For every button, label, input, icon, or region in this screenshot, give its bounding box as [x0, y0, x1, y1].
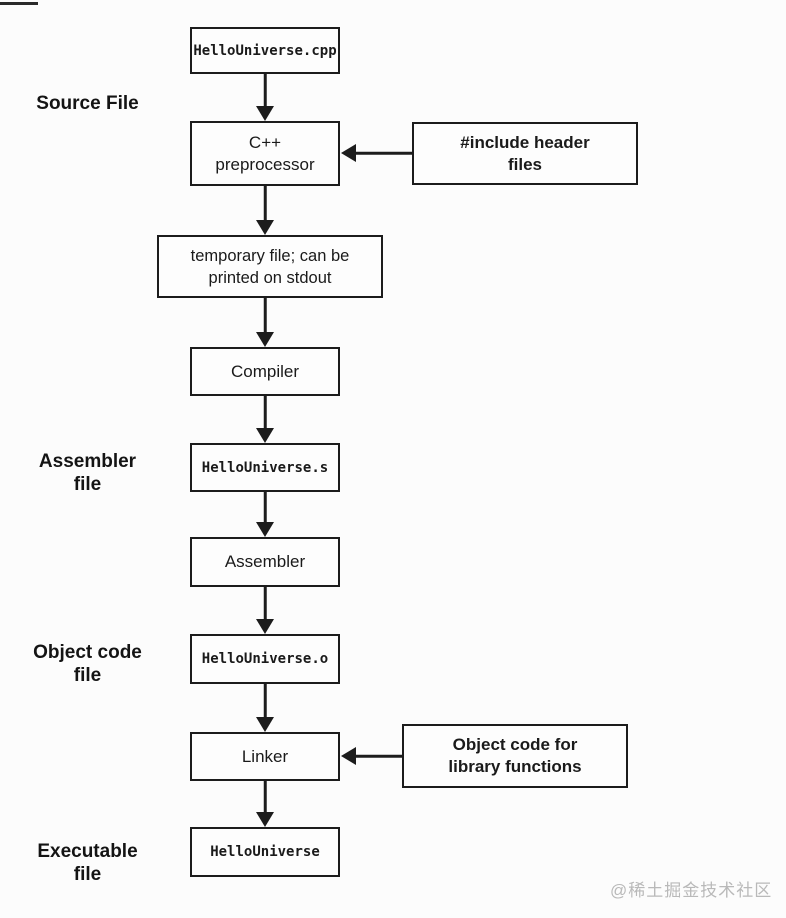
arrow-shaft — [263, 74, 267, 108]
arrow-source-to-preprocessor — [256, 74, 274, 121]
arrow-assembler-to-object — [256, 587, 274, 634]
arrow-linker-to-executable — [256, 781, 274, 827]
arrow-shaft — [263, 186, 267, 222]
arrow-down-icon — [256, 619, 274, 634]
node-assembly-file-box: HelloUniverse.s — [190, 443, 340, 492]
label-source-file: Source File — [36, 93, 139, 114]
label-object-code-file: Object code file — [33, 642, 142, 686]
arrow-shaft — [354, 754, 402, 758]
arrow-libs-to-linker — [341, 747, 402, 765]
arrow-shaft — [263, 396, 267, 430]
arrow-shaft — [263, 492, 267, 524]
annotation-object-lib-box: Object code for library functions — [402, 724, 628, 788]
arrow-shaft — [263, 587, 267, 621]
top-left-artifact-line — [0, 2, 38, 5]
arrow-object-to-linker — [256, 684, 274, 732]
node-preprocessor-box: C++ preprocessor — [190, 121, 340, 186]
arrow-down-icon — [256, 106, 274, 121]
annotation-include-header-box: #include header files — [412, 122, 638, 185]
arrow-shaft — [263, 298, 267, 334]
arrow-assembly-to-assembler — [256, 492, 274, 537]
arrow-shaft — [263, 781, 267, 814]
label-executable-file: Executable file — [37, 841, 138, 885]
arrow-compiler-to-assembly — [256, 396, 274, 443]
arrow-left-icon — [341, 144, 356, 162]
arrow-left-icon — [341, 747, 356, 765]
arrow-down-icon — [256, 428, 274, 443]
arrow-temp-to-compiler — [256, 298, 274, 347]
arrow-shaft — [354, 151, 412, 155]
node-linker-box: Linker — [190, 732, 340, 781]
arrow-headers-to-preprocessor — [341, 144, 412, 162]
node-executable-box: HelloUniverse — [190, 827, 340, 877]
node-assembler-box: Assembler — [190, 537, 340, 587]
node-object-file-box: HelloUniverse.o — [190, 634, 340, 684]
arrow-down-icon — [256, 332, 274, 347]
node-compiler-box: Compiler — [190, 347, 340, 396]
arrow-down-icon — [256, 812, 274, 827]
arrow-shaft — [263, 684, 267, 719]
label-assembler-file: Assembler file — [38, 451, 137, 495]
node-temp-file-box: temporary file; can be printed on stdout — [157, 235, 383, 298]
arrow-preprocessor-to-temp — [256, 186, 274, 235]
arrow-down-icon — [256, 717, 274, 732]
arrow-down-icon — [256, 522, 274, 537]
node-source-file-box: HelloUniverse.cpp — [190, 27, 340, 74]
arrow-down-icon — [256, 220, 274, 235]
watermark-text: @稀土掘金技术社区 — [610, 881, 773, 900]
